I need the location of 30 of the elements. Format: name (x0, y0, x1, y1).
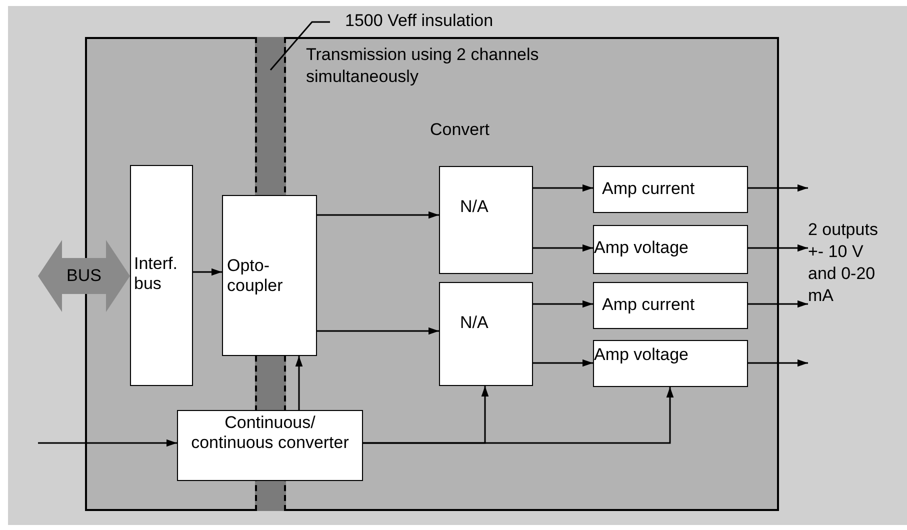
amplifier-block: Amp current (593, 166, 748, 213)
dc-dc-converter-block: Continuous/ continuous converter (177, 410, 363, 481)
amplifier-block: Amp voltage (593, 225, 748, 274)
amplifier-block: Amp current (593, 282, 748, 329)
arrow (317, 327, 439, 335)
arrow (533, 300, 593, 308)
arrow (533, 359, 593, 367)
arrow (317, 211, 439, 219)
bus-double-arrow (38, 240, 130, 312)
arrow (533, 184, 593, 192)
arrow (748, 300, 808, 308)
arrow (38, 439, 177, 447)
converter-block: N/A (439, 282, 533, 386)
arrow (748, 184, 808, 192)
arrow (748, 244, 808, 252)
arrow (533, 244, 593, 252)
arrow (193, 268, 222, 276)
leader-line (270, 21, 330, 70)
arrow (363, 387, 674, 444)
insulation-label: 1500 Veff insulation (345, 10, 565, 34)
note-text: Transmission using 2 channels simultaneously (306, 44, 540, 88)
bus-label: BUS (66, 265, 102, 287)
group-heading: Convert (430, 119, 491, 141)
arrow (295, 356, 303, 410)
interface-block: Interf. bus (130, 165, 193, 386)
output-note: 2 outputs +- 10 V and 0-20 mA (808, 219, 896, 307)
optocoupler-block: Opto-coupler (222, 195, 317, 356)
converter-block: N/A (439, 166, 533, 274)
amplifier-block: Amp voltage (593, 340, 748, 387)
arrow (748, 359, 808, 367)
